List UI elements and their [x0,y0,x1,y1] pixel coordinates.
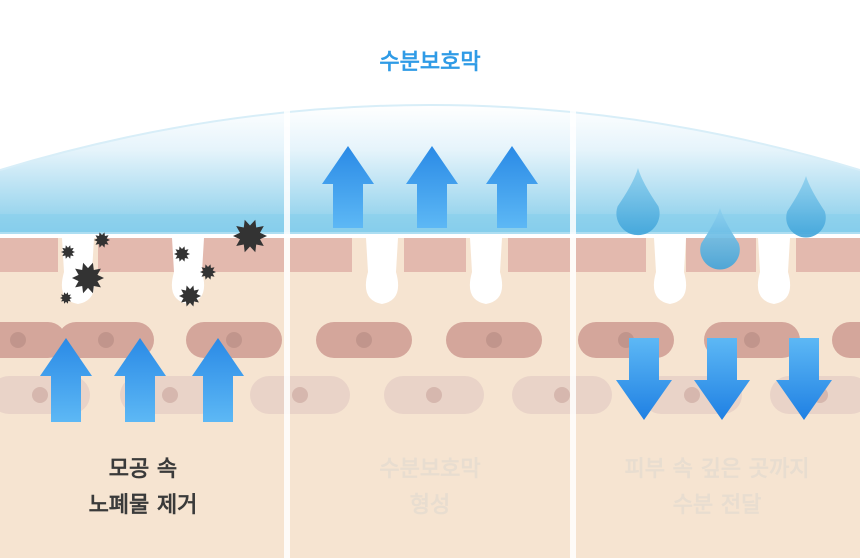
up-arrow [406,146,458,228]
impurity-particle [233,219,267,253]
skin-top-segment [98,238,174,272]
cell-nucleus [426,387,442,403]
impurity-particle [72,262,104,294]
cell-nucleus [554,387,570,403]
arrows [40,146,832,422]
cell-nucleus [486,332,502,348]
skin-cell [512,376,612,414]
skin-cell [832,322,860,358]
skin-cell [384,376,484,414]
cell-nucleus [32,387,48,403]
top-skin-layer [0,238,860,272]
down-arrow [616,338,672,420]
water-drop-icon [786,176,826,238]
skin-top-segment [290,238,352,272]
water-drop-icon [616,168,660,236]
panel-divider [284,100,290,558]
cell-nucleus [226,332,242,348]
skin-top-segment [0,238,58,272]
skin-top-segment [796,238,860,272]
caption-line: 수분 전달 [672,493,762,518]
panel-2-caption: 수분보호막 형성 [287,452,573,524]
caption-line: 노폐물 제거 [88,493,198,518]
pore [365,238,399,304]
panel-divider [570,100,576,558]
water-drop-icon [700,208,740,270]
caption-line: 피부 속 깊은 곳까지 [624,457,810,482]
up-arrow [114,338,166,422]
up-arrow [322,146,374,228]
impurity-particle [174,246,190,262]
impurity-particle [60,292,72,304]
cell-nucleus [744,332,760,348]
panel-3-caption: 피부 속 깊은 곳까지 수분 전달 [574,452,860,524]
cell-nucleus [10,332,26,348]
skin-cell [0,322,66,358]
skin-top-segment [508,238,570,272]
impurity-particle [179,285,201,307]
down-arrow [776,338,832,420]
water-drops [616,168,826,270]
cell-nucleus [292,387,308,403]
up-arrow [486,146,538,228]
pore [653,238,687,304]
down-arrow [694,338,750,420]
caption-line: 모공 속 [108,457,178,482]
skin-top-segment [404,238,466,272]
cell-nucleus [162,387,178,403]
cell-nucleus [356,332,372,348]
pore [757,238,791,304]
skin-cell [250,376,350,414]
pore [469,238,503,304]
up-arrow [192,338,244,422]
moisture-dome-edge [0,104,860,171]
panel-1-caption: 모공 속 노폐물 제거 [0,452,286,524]
caption-line: 수분보호막 [379,457,481,482]
caption-line: 형성 [409,493,451,518]
cell-nucleus [684,387,700,403]
impurity-particle [61,245,75,259]
cell-nucleus [98,332,114,348]
skin-top-segment [576,238,646,272]
pore-impurities [60,219,267,307]
top-title: 수분보호막 [379,50,481,75]
impurity-particle [200,264,216,280]
impurity-particle [94,232,110,248]
up-arrow [40,338,92,422]
